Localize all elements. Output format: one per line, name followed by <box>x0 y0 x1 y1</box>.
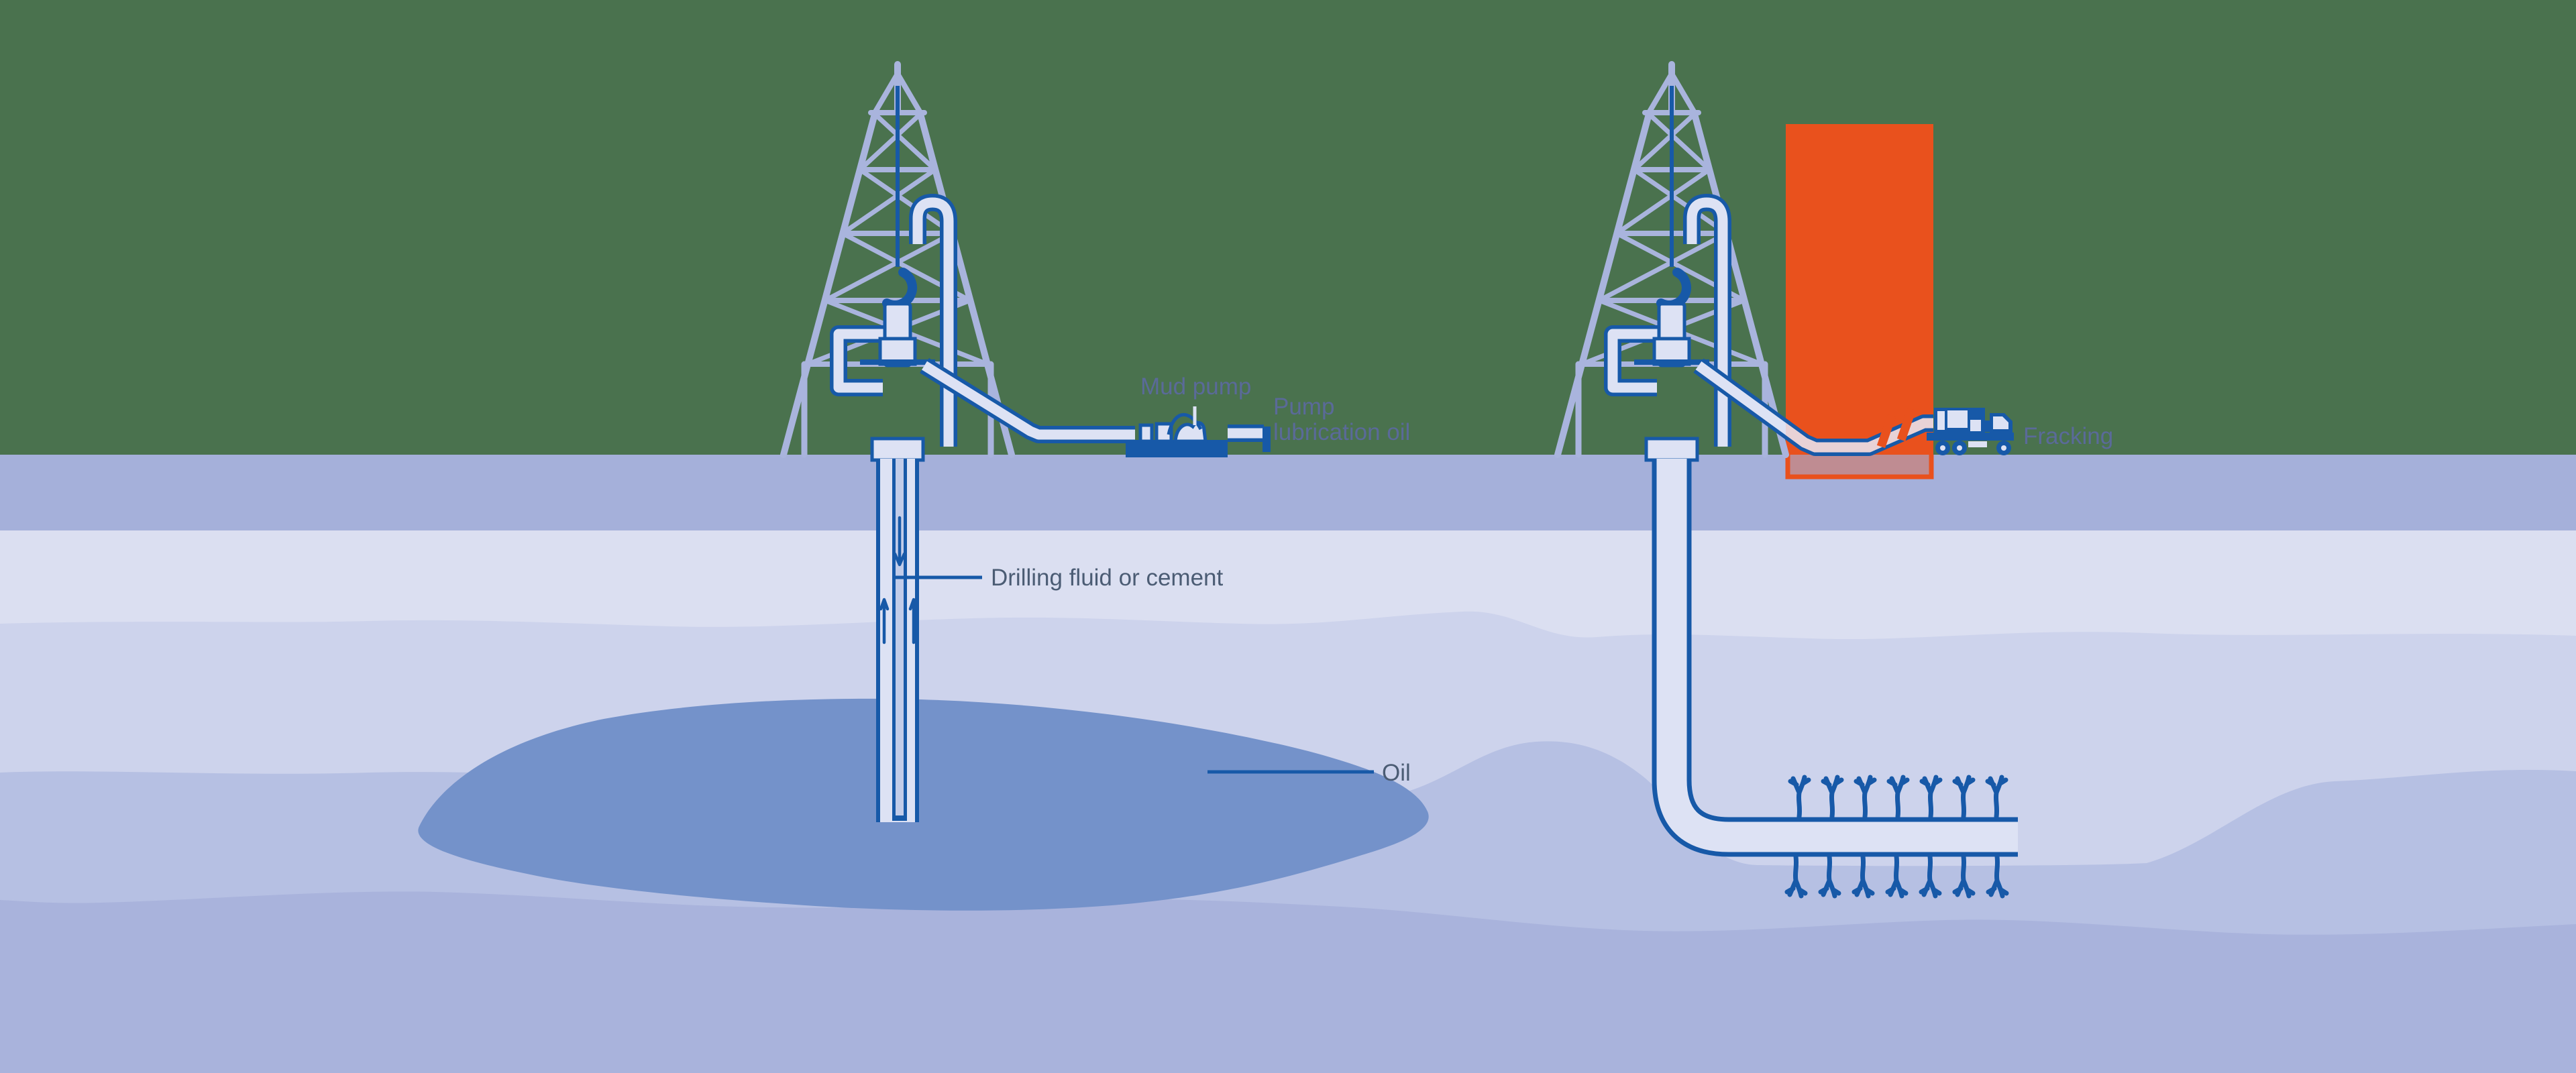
fracking-fluid-above-ground <box>1786 124 1933 455</box>
mud-pump-outlet <box>1263 427 1271 452</box>
truck-cab-window <box>1993 416 2008 429</box>
mud-pump <box>1126 406 1271 457</box>
flow-arrow-down <box>893 516 906 567</box>
left-drilling-rig <box>784 64 1271 822</box>
sky-background <box>0 0 2576 455</box>
label-drilling-fluid: Drilling fluid or cement <box>991 565 1224 591</box>
fracking-wellbore <box>1652 459 2018 857</box>
oil-deposit <box>418 698 1429 911</box>
soil-layer-light <box>0 530 2576 640</box>
label-mud-pump: Mud pump <box>1140 374 1251 400</box>
pipe-joint-marks <box>1876 407 1917 449</box>
surface-line-through-fluid <box>1786 418 1933 453</box>
fracking-fluid-column <box>1785 124 1934 479</box>
truck-wheels <box>1935 441 2011 455</box>
label-pump-lubrication-line1: Pump <box>1273 394 1334 420</box>
label-pump-lubrication-line2: lubrication oil <box>1273 419 1410 445</box>
flow-arrows-up <box>879 598 919 644</box>
label-fracking: Fracking <box>2023 423 2113 449</box>
label-oil: Oil <box>1382 760 1411 786</box>
surface-soil-band <box>0 455 2576 530</box>
left-wellbore <box>876 459 919 822</box>
fracking-pump-truck <box>1927 408 2014 455</box>
right-fracking-rig <box>1558 64 2018 896</box>
mud-pump-hose <box>1167 413 1203 435</box>
fracking-fluid-outline <box>1785 455 1934 479</box>
